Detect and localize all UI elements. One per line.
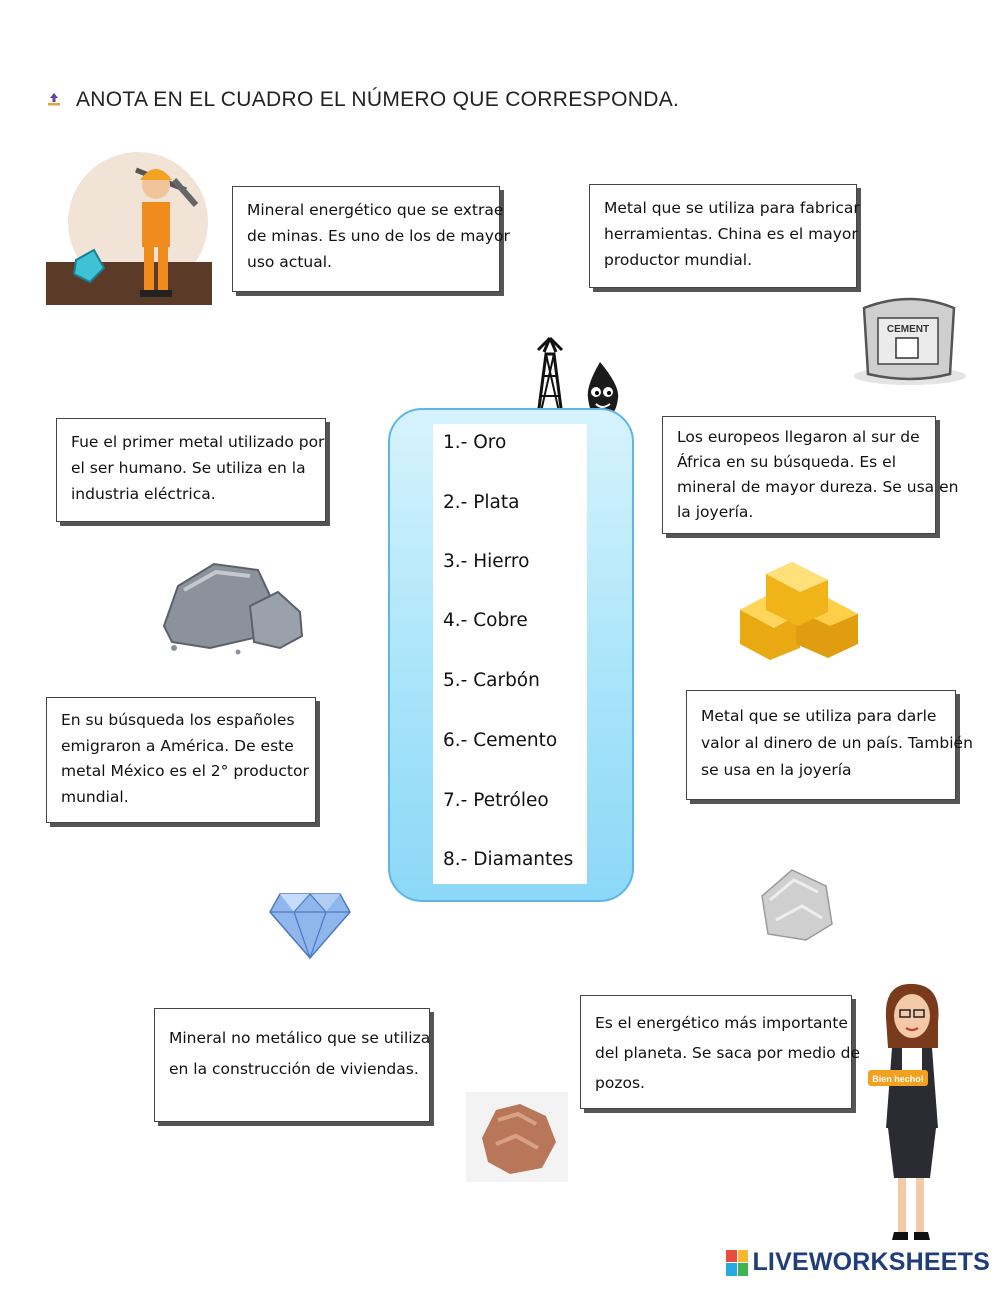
cement-label: CEMENT (887, 324, 929, 335)
diamond-image (269, 893, 351, 960)
clue-line: En su búsqueda los españoles (61, 711, 295, 729)
clue-line: metal México es el 2° productor (61, 762, 309, 780)
clue-line: África en su búsqueda. Es el (677, 453, 897, 471)
clue-line: herramientas. China es el mayor (604, 225, 858, 243)
clue-line: productor mundial. (604, 251, 753, 269)
clue-line: Fue el primer metal utilizado por (71, 433, 325, 451)
clue-line: de minas. Es uno de los de mayor (247, 227, 510, 245)
clue-line: valor al dinero de un país. También (701, 734, 973, 752)
word-item: 8.- Diamantes (443, 849, 574, 870)
clue-line: se usa en la joyería (701, 761, 852, 779)
copper-nugget-image (466, 1092, 568, 1182)
silver-ore-image (761, 869, 833, 941)
word-item: 4.- Cobre (443, 610, 528, 631)
clue-line: mundial. (61, 787, 129, 806)
clue-line: Es el energético más importante (595, 1014, 848, 1032)
clue-line: Metal que se utiliza para darle (701, 707, 937, 725)
word-bank-list: 1.- Oro 2.- Plata 3.- Hierro 4.- Cobre 5… (433, 424, 587, 884)
clue-line: el ser humano. Se utiliza en la (71, 459, 306, 477)
cement-bag-illustration: CEMENT (854, 297, 966, 385)
instruction-line: ANOTA EN EL CUADRO EL NÚMERO QUE CORRESP… (46, 88, 679, 112)
teacher-character-illustration: Bien hecho! (868, 983, 939, 1240)
word-item: 3.- Hierro (443, 551, 530, 572)
clue-box-3: Fue el primer metal utilizado por el ser… (56, 418, 326, 522)
arrow-bullet-icon (48, 93, 60, 106)
clue-box-6: Metal que se utiliza para darle valor al… (686, 690, 973, 800)
clue-box-2: Metal que se utiliza para fabricar herra… (589, 184, 860, 288)
clue-line: la joyería. (677, 503, 754, 521)
liveworksheets-brand: LIVEWORKSHEETS (726, 1248, 990, 1277)
clue-line: Mineral energético que se extrae (247, 201, 504, 219)
clue-line: uso actual. (247, 253, 332, 271)
clue-line: pozos. (595, 1074, 645, 1092)
iron-ore-image (162, 562, 304, 655)
clue-line: Metal que se utiliza para fabricar (604, 199, 860, 217)
word-item: 5.- Carbón (443, 670, 540, 691)
clue-line: del planeta. Se saca por medio de (595, 1044, 861, 1062)
instruction-text: ANOTA EN EL CUADRO EL NÚMERO QUE CORRESP… (76, 88, 680, 111)
clue-line: mineral de mayor dureza. Se usa en (677, 478, 959, 496)
clue-line: industria eléctrica. (71, 485, 216, 503)
miner-illustration (46, 152, 212, 305)
word-item: 7.- Petróleo (443, 790, 549, 811)
word-item: 6.- Cemento (443, 730, 558, 751)
clue-line: en la construcción de viviendas. (169, 1060, 419, 1078)
brand-text: LIVEWORKSHEETS (752, 1248, 990, 1276)
clue-box-4: Los europeos llegaron al sur de África e… (662, 416, 959, 534)
clue-box-7: Mineral no metálico que se utiliza en la… (154, 1008, 430, 1122)
clue-line: Mineral no metálico que se utiliza (169, 1029, 431, 1047)
word-item: 1.- Oro (443, 432, 507, 453)
clue-line: Los europeos llegaron al sur de (677, 428, 920, 446)
clue-line: emigraron a América. De este (61, 736, 294, 755)
clue-box-5: En su búsqueda los españoles emigraron a… (46, 697, 316, 823)
clue-box-1: Mineral energético que se extrae de mina… (232, 186, 510, 292)
liveworksheets-logo-icon (726, 1249, 749, 1276)
teacher-badge-label: Bien hecho! (872, 1074, 924, 1084)
clue-box-8: Es el energético más importante del plan… (580, 995, 861, 1109)
gold-bars-image (740, 562, 858, 660)
word-item: 2.- Plata (443, 492, 520, 513)
